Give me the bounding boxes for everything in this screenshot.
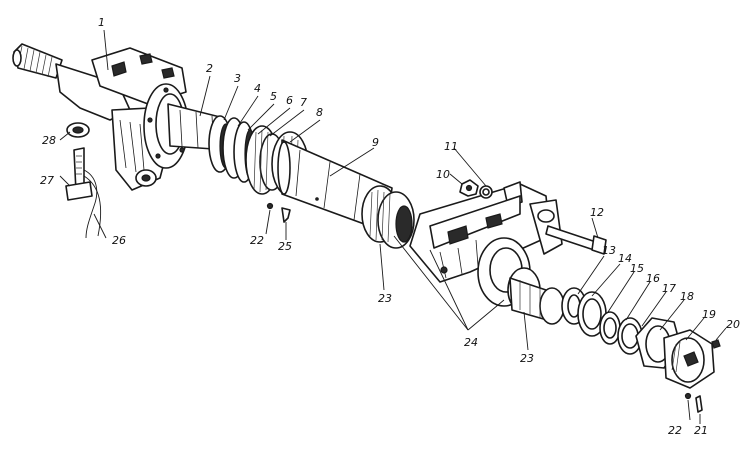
callout-17: 17: [662, 282, 676, 295]
callout-5: 5: [270, 90, 277, 103]
callout-28: 28: [42, 134, 56, 147]
callout-13: 13: [602, 244, 616, 257]
callout-22-left: 22: [250, 234, 264, 247]
bolt-with-wire-26-27: [65, 147, 102, 239]
leader-lines: [59, 29, 727, 424]
callout-22-right: 22: [668, 424, 682, 437]
small-screws: [281, 207, 721, 413]
callout-18: 18: [680, 290, 694, 303]
splined-shaft-end: [12, 43, 63, 79]
callout-7: 7: [300, 96, 307, 109]
callout-19: 19: [702, 308, 716, 321]
callout-3: 3: [234, 72, 241, 85]
callout-6: 6: [286, 94, 293, 107]
callout-10: 10: [436, 168, 450, 181]
seal-rings-13-18: [561, 287, 681, 369]
callout-4: 4: [254, 82, 261, 95]
callout-1: 1: [98, 16, 105, 29]
bearing-23-left: [361, 185, 415, 249]
callout-23-left: 23: [378, 292, 392, 305]
cover-part-19: [663, 329, 715, 389]
callout-23-right: 23: [520, 352, 534, 365]
nut-10-washer-11: [459, 179, 493, 199]
callout-26: 26: [112, 234, 126, 247]
callout-16: 16: [646, 272, 660, 285]
bolt-part-12: [545, 225, 607, 255]
bracket-housing: [409, 181, 563, 307]
callout-2: 2: [206, 62, 213, 75]
callout-24: 24: [464, 336, 478, 349]
callout-9: 9: [372, 136, 379, 149]
callout-labels: 1 2 3 4 5 6 7 8 9 10 11 12 13 14 15 16 1…: [40, 16, 740, 437]
callout-25: 25: [278, 240, 292, 253]
callout-27: 27: [40, 174, 54, 187]
callout-21: 21: [694, 424, 708, 437]
bearing-23-right: [507, 267, 565, 325]
callout-11: 11: [444, 140, 458, 153]
callout-14: 14: [618, 252, 632, 265]
callout-8: 8: [316, 106, 323, 119]
callout-20: 20: [726, 318, 740, 331]
washer-part-28: [66, 122, 90, 138]
callout-15: 15: [630, 262, 644, 275]
callout-12: 12: [590, 206, 604, 219]
